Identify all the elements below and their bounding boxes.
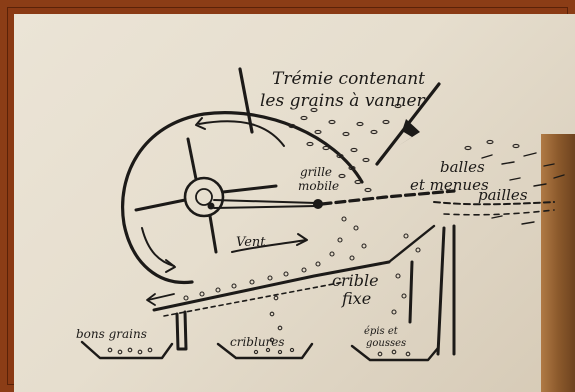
rotation-arrow-lower-head: [166, 260, 175, 272]
siftings-label: criblures: [230, 335, 285, 349]
wall-surface: Trémie contenant les grains à vanner gri…: [14, 14, 575, 392]
fan-blade-left: [136, 200, 185, 210]
fan-hub-inner: [196, 189, 212, 205]
rotation-arrow-lower: [142, 228, 174, 266]
chaff-label-line1: balles: [440, 158, 485, 176]
leg-left: [177, 312, 186, 349]
leg-right-inner: [438, 228, 444, 354]
good-grain-label: bons grains: [76, 327, 147, 341]
fan-blade-right: [223, 186, 276, 192]
hopper-label-line1: Trémie contenant: [272, 69, 425, 89]
fan-blade-down: [210, 216, 216, 252]
fan-hub: [185, 178, 223, 216]
leg-center: [410, 262, 412, 322]
mobile-grid-label-line2: mobile: [298, 179, 339, 193]
drive-rod-lower: [214, 206, 316, 208]
wind-arrow-head: [297, 234, 307, 245]
ears-label-line1: épis et: [364, 326, 399, 337]
tray-good-grain: [82, 342, 172, 358]
fan-blade-up: [188, 139, 196, 179]
ears-label-line2: gousses: [366, 338, 406, 349]
hopper-label-line2: les grains à vanner: [260, 91, 426, 111]
chaff-label-line3: pailles: [478, 186, 528, 204]
fixed-screen-label-line2: fixe: [341, 289, 371, 308]
air-flow-2: [444, 210, 554, 215]
rotation-arrow: [199, 121, 284, 146]
fixed-screen-label-line1: crible: [332, 271, 379, 290]
fixed-screen-dash: [164, 282, 344, 316]
winnowing-machine-diagram: Trémie contenant les grains à vanner gri…: [14, 14, 575, 392]
fixed-screen-lower: [389, 226, 434, 262]
mobile-grid-label-line1: grille: [300, 165, 332, 179]
wind-label: Vent: [236, 235, 266, 250]
drive-rod: [214, 200, 316, 203]
